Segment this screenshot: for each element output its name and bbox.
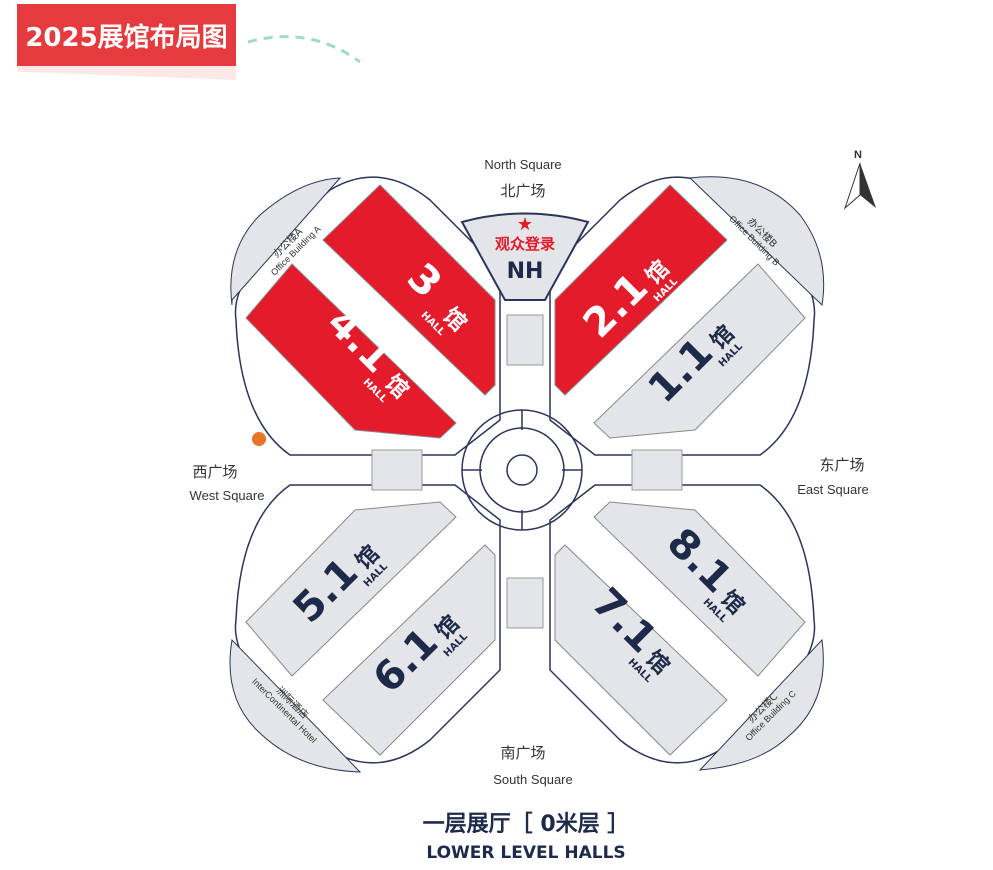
star-icon: ★	[517, 214, 533, 234]
office-buildings	[229, 176, 825, 773]
hall-2-1[interactable]	[554, 184, 728, 396]
east-square-en: East Square	[797, 482, 869, 497]
entrance-code: NH	[507, 259, 544, 284]
footer-zh: 一层展厅［ 0米层 ］	[423, 811, 630, 837]
east-square-zh: 东广场	[819, 456, 864, 474]
decorative-dash	[247, 35, 361, 64]
hall-6-1[interactable]	[322, 544, 496, 756]
hall-3[interactable]	[322, 184, 496, 396]
south-square-zh: 南广场	[500, 744, 545, 762]
entrance-label: 观众登录	[495, 235, 555, 253]
connectors	[371, 314, 683, 629]
entrance-nh[interactable]	[460, 212, 590, 301]
hall-1-1[interactable]	[593, 263, 806, 439]
west-square-en: West Square	[190, 488, 265, 503]
hall-4-1[interactable]	[245, 263, 457, 439]
hall-5-1[interactable]	[245, 501, 457, 677]
footer-en: LOWER LEVEL HALLS	[426, 843, 625, 863]
svg-text:N: N	[854, 149, 862, 161]
hall-8-1[interactable]	[593, 501, 806, 677]
west-square-zh: 西广场	[192, 463, 237, 481]
central-rotunda	[461, 409, 583, 531]
hall-7-1[interactable]	[554, 544, 728, 756]
metro-icon	[252, 432, 266, 446]
north-square-zh: 北广场	[500, 182, 545, 200]
compass-icon: N	[843, 149, 876, 210]
north-square-en: North Square	[484, 157, 561, 172]
south-square-en: South Square	[493, 772, 573, 787]
page-title: 2025展馆布局图	[17, 4, 236, 66]
